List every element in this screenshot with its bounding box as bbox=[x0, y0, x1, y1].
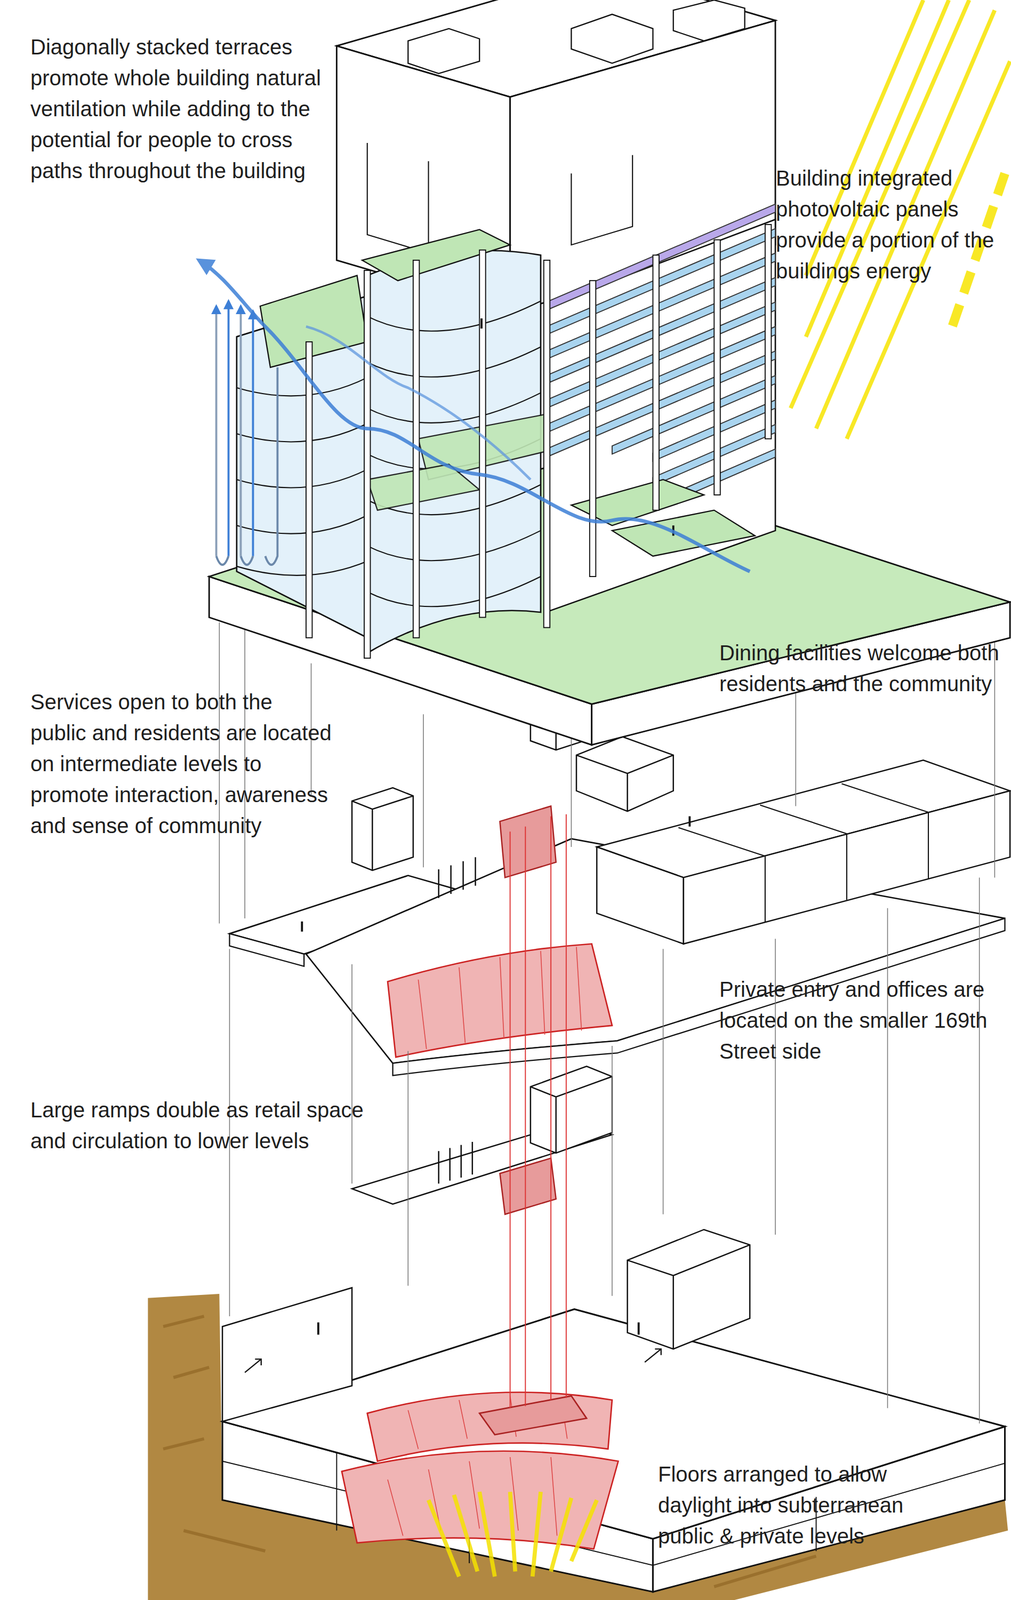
annotation-text: Diagonally stacked terraces promote whol… bbox=[30, 31, 351, 187]
stack-vent-loops bbox=[216, 367, 278, 565]
pv-wing-face bbox=[546, 219, 776, 613]
services-stair bbox=[499, 805, 556, 878]
left-terrace bbox=[260, 275, 368, 368]
dining-box bbox=[576, 736, 674, 812]
ventilation-branch bbox=[306, 326, 531, 480]
stack-vent bbox=[227, 300, 230, 556]
services-ramp bbox=[387, 943, 613, 1057]
ground-room-box bbox=[627, 1229, 751, 1349]
terrace-top bbox=[362, 229, 510, 282]
annotation-text: Floors arranged to allow daylight into s… bbox=[658, 1458, 957, 1552]
top-block-openings bbox=[367, 142, 633, 254]
ramp-level-stair bbox=[499, 1158, 556, 1215]
facade-fin bbox=[765, 224, 772, 439]
annotation-text: Dining facilities welcome both residents… bbox=[719, 637, 1010, 700]
terrace-right-b bbox=[612, 510, 756, 557]
stair-alignment-lines bbox=[510, 814, 567, 1408]
left-floor-arcs bbox=[236, 377, 368, 576]
facade-fin bbox=[364, 270, 371, 659]
ramp-level-fins bbox=[438, 1141, 473, 1184]
facade-fin bbox=[652, 254, 659, 510]
entry-arrows bbox=[244, 1348, 662, 1372]
services-fins bbox=[438, 856, 476, 898]
facade-fin bbox=[589, 280, 596, 577]
services-left-slab-edge bbox=[229, 933, 304, 967]
services-wall-box bbox=[351, 787, 414, 871]
roof-boxes bbox=[407, 0, 745, 74]
facade-fin bbox=[713, 239, 720, 495]
person-figures bbox=[301, 318, 690, 1335]
annotation-text: Building integrated photovoltaic panels … bbox=[775, 162, 1010, 287]
stack-vent bbox=[239, 306, 243, 557]
office-row-left bbox=[596, 846, 684, 944]
ground-stair bbox=[479, 1395, 587, 1435]
ground-wall bbox=[222, 1287, 352, 1422]
ventilation-flow bbox=[198, 260, 750, 572]
services-ramp-hatch bbox=[418, 947, 582, 1049]
annotation-text: Large ramps double as retail space and c… bbox=[30, 1094, 383, 1157]
facade-fin bbox=[306, 341, 312, 638]
daylight-rays bbox=[428, 1491, 598, 1577]
facade-fin bbox=[543, 260, 550, 628]
office-dividers bbox=[678, 783, 929, 922]
stack-vent bbox=[252, 311, 255, 557]
ramp-level-box bbox=[530, 1065, 613, 1153]
annotation-text: Services open to both the public and res… bbox=[30, 686, 332, 841]
annotation-text: Private entry and offices are located on… bbox=[719, 973, 1010, 1067]
stack-vent bbox=[215, 306, 218, 557]
